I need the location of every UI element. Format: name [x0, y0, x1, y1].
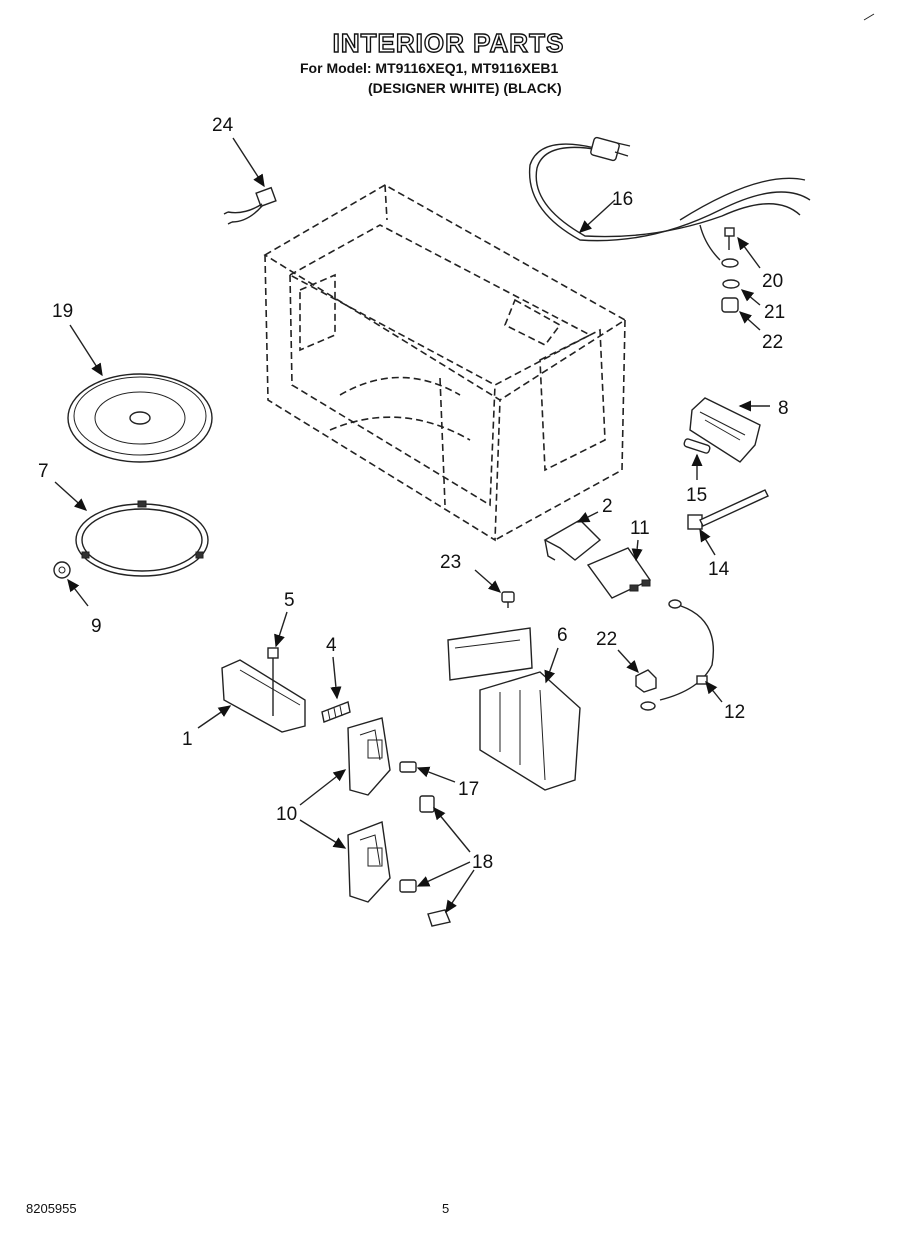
part-17-switch [399, 761, 417, 773]
part-2-capacitor-bracket [543, 519, 602, 561]
callout-10: 10 [276, 804, 297, 825]
page-number: 5 [442, 1201, 450, 1216]
callout-8: 8 [778, 398, 789, 419]
callout-18: 18 [472, 852, 493, 873]
callout-15: 15 [686, 485, 707, 506]
callout-9: 9 [91, 616, 102, 637]
parts-20-21-22-ground-hardware [721, 227, 740, 313]
callout-19: 19 [52, 301, 73, 322]
part-14-cable-tie [687, 489, 769, 530]
part-22-nut-lower [635, 669, 657, 693]
callout-20: 20 [762, 271, 783, 292]
callout-24: 24 [212, 115, 234, 136]
part-18-switch-upper [419, 795, 435, 813]
part-24-thermal-cutout [223, 186, 277, 225]
part-8-fuse-holder [689, 397, 761, 463]
part-10-interlock-lower [347, 821, 391, 903]
page-title: INTERIOR PARTS [332, 27, 565, 58]
callout-2: 2 [602, 496, 613, 517]
callout-12: 12 [724, 702, 745, 723]
callout-22-upper: 22 [762, 332, 783, 353]
part-19-turntable-tray [67, 373, 213, 463]
part-10-interlock-upper [347, 717, 391, 796]
callout-leaders [54, 137, 770, 914]
callout-14: 14 [708, 559, 730, 580]
part-4-spring [321, 701, 351, 723]
part-15-fuse [683, 438, 711, 454]
document-number: 8205955 [26, 1201, 77, 1216]
part-18-switch-lower [427, 909, 451, 927]
callout-1: 1 [182, 729, 193, 750]
callout-23: 23 [440, 552, 461, 573]
microwave-cavity-outline [263, 184, 627, 542]
callout-21: 21 [764, 302, 785, 323]
callout-22-lower: 22 [596, 629, 617, 650]
part-9-roller [53, 561, 71, 579]
callout-16: 16 [612, 189, 633, 210]
part-6-shield-assembly [447, 627, 581, 791]
callout-5: 5 [284, 590, 295, 611]
callout-4: 4 [326, 635, 337, 656]
part-5-screw [267, 647, 279, 716]
callout-7: 7 [38, 461, 49, 482]
part-16-power-cord [528, 136, 811, 268]
part-12-ground-wire [640, 599, 714, 711]
part-7-roller-ring [75, 500, 209, 577]
callout-11: 11 [630, 518, 650, 539]
model-numbers: For Model: MT9116XEQ1, MT9116XEB1 [300, 60, 559, 76]
corner-mark [863, 13, 875, 21]
part-18-switch-middle [399, 879, 417, 893]
model-variants: (DESIGNER WHITE) (BLACK) [368, 80, 562, 96]
part-23-screw [501, 591, 515, 608]
callout-6: 6 [557, 625, 568, 646]
callout-17: 17 [458, 779, 479, 800]
part-1-latch-bracket [221, 659, 306, 733]
part-11-high-voltage-capacitor [586, 547, 652, 599]
